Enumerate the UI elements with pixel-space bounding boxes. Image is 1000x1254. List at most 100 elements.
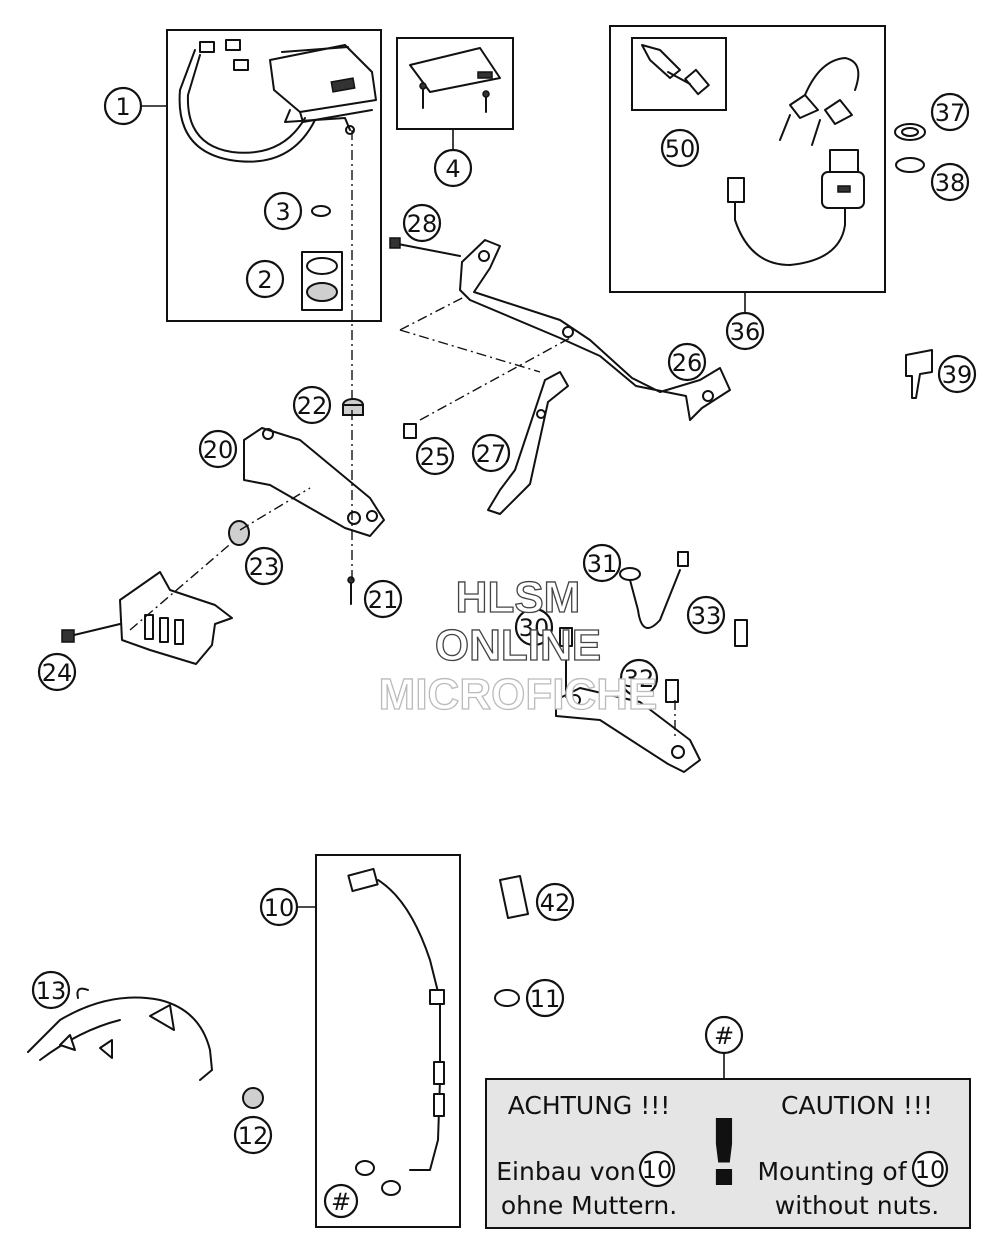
instrument-bracket-part bbox=[459, 239, 731, 421]
callout-hash-note: # bbox=[704, 1015, 744, 1055]
svg-text:50: 50 bbox=[665, 135, 696, 163]
callout-22: 22 bbox=[292, 385, 332, 425]
rubber-bushing-part bbox=[228, 520, 250, 546]
caution-heading-en: CAUTION !!! bbox=[781, 1091, 933, 1120]
callout-10: 10 bbox=[259, 887, 299, 927]
button-part bbox=[734, 619, 748, 647]
svg-text:4: 4 bbox=[445, 155, 460, 183]
lock-washer-part bbox=[895, 157, 925, 173]
assembly-lines bbox=[129, 130, 676, 740]
svg-text:28: 28 bbox=[407, 210, 438, 238]
callout-25: 25 bbox=[415, 436, 455, 476]
wheel-sensor-group-box bbox=[315, 854, 461, 1228]
caution-exclamation: ! bbox=[703, 1100, 745, 1207]
triple-clamp-part bbox=[243, 427, 385, 537]
sleeve-part bbox=[403, 423, 417, 439]
svg-text:10: 10 bbox=[264, 894, 295, 922]
svg-text:22: 22 bbox=[297, 392, 328, 420]
callout-38: 38 bbox=[930, 162, 970, 202]
bracket-screw-part bbox=[61, 623, 121, 643]
svg-text:37: 37 bbox=[935, 99, 966, 127]
brake-disc-guard-part bbox=[27, 987, 213, 1081]
svg-text:21: 21 bbox=[368, 586, 399, 614]
callout-20: 20 bbox=[198, 429, 238, 469]
svg-text:30: 30 bbox=[519, 614, 550, 642]
ignition-switch-part bbox=[727, 149, 865, 266]
callout-33: 33 bbox=[686, 595, 726, 635]
caution-de-ref-circle bbox=[638, 1150, 676, 1188]
ignition-keys-part bbox=[779, 57, 860, 146]
callout-42: 42 bbox=[535, 882, 575, 922]
svg-text:32: 32 bbox=[624, 665, 655, 693]
svg-text:33: 33 bbox=[691, 602, 722, 630]
lock-nut-part bbox=[894, 123, 926, 141]
callout-12: 12 bbox=[233, 1115, 273, 1155]
key-blank-part bbox=[905, 349, 933, 399]
caution-en-ref: 10 bbox=[915, 1156, 946, 1184]
speedometer-screws-group-box bbox=[396, 37, 514, 130]
spacer-part bbox=[242, 1087, 264, 1109]
watermark-line-2: ONLINE bbox=[435, 621, 601, 670]
svg-text:13: 13 bbox=[36, 977, 67, 1005]
callout-31: 31 bbox=[582, 543, 622, 583]
callout-21: 21 bbox=[363, 579, 403, 619]
svg-text:2: 2 bbox=[257, 266, 272, 294]
svg-text:31: 31 bbox=[587, 550, 618, 578]
watermark: HLSM ONLINE MICROFICHE bbox=[378, 572, 658, 719]
callout-24: 24 bbox=[37, 652, 77, 692]
ignition-lock-cylinder-part bbox=[641, 44, 710, 96]
callout-3: 3 bbox=[263, 191, 303, 231]
svg-text:23: 23 bbox=[249, 553, 280, 581]
watermark-line-1: HLSM bbox=[456, 573, 581, 622]
callout-39: 39 bbox=[937, 354, 977, 394]
caution-heading-de: ACHTUNG !!! bbox=[508, 1091, 671, 1120]
headlight-bracket-part bbox=[119, 571, 233, 665]
callout-4: 4 bbox=[433, 148, 473, 188]
speedometer-group-box bbox=[166, 29, 382, 322]
leader-lines bbox=[141, 105, 746, 1079]
callout-26: 26 bbox=[667, 342, 707, 382]
callout-27: 27 bbox=[471, 433, 511, 473]
callout-28: 28 bbox=[402, 203, 442, 243]
callout-1: 1 bbox=[103, 86, 143, 126]
callout-50: 50 bbox=[660, 128, 700, 168]
svg-text:42: 42 bbox=[540, 889, 571, 917]
ignition-key-inset-box bbox=[631, 37, 727, 111]
svg-text:#: # bbox=[714, 1022, 734, 1050]
bracket-bolt-part bbox=[389, 237, 461, 257]
speedometer-cap-part bbox=[311, 205, 331, 217]
caution-en-line-1: Mounting of bbox=[757, 1157, 907, 1186]
clamp-bolt-part bbox=[665, 679, 679, 703]
speedometer-screws-part bbox=[409, 47, 501, 113]
caution-de-line-1: Einbau von bbox=[496, 1157, 636, 1186]
clamp-screw-part bbox=[347, 576, 355, 605]
caution-de-ref: 10 bbox=[642, 1156, 673, 1184]
watermark-line-3: MICROFICHE bbox=[379, 670, 658, 719]
svg-text:20: 20 bbox=[203, 436, 234, 464]
svg-text:24: 24 bbox=[42, 659, 73, 687]
svg-text:3: 3 bbox=[275, 198, 290, 226]
svg-text:25: 25 bbox=[420, 443, 451, 471]
caution-en-ref-circle bbox=[911, 1150, 949, 1188]
wheel-sensor-part bbox=[347, 867, 445, 1196]
cable-clip-part bbox=[499, 875, 529, 919]
svg-text:#: # bbox=[331, 1188, 351, 1216]
callout-32: 32 bbox=[619, 658, 659, 698]
ignition-lock-group-box bbox=[609, 25, 886, 293]
svg-text:39: 39 bbox=[942, 361, 973, 389]
callout-23: 23 bbox=[244, 546, 284, 586]
svg-text:11: 11 bbox=[530, 985, 561, 1013]
callout-36: 36 bbox=[725, 311, 765, 351]
callout-11: 11 bbox=[525, 978, 565, 1018]
callout-30: 30 bbox=[514, 607, 554, 647]
callout-37: 37 bbox=[930, 92, 970, 132]
cable-tie-part bbox=[494, 989, 520, 1007]
callout-2: 2 bbox=[245, 259, 285, 299]
caution-en-line-2: without nuts. bbox=[775, 1191, 939, 1220]
switch-wire-part bbox=[619, 551, 689, 629]
svg-text:27: 27 bbox=[476, 440, 507, 468]
svg-text:12: 12 bbox=[238, 1122, 269, 1150]
handlebar-bracket-part bbox=[487, 371, 569, 515]
svg-text:38: 38 bbox=[935, 169, 966, 197]
